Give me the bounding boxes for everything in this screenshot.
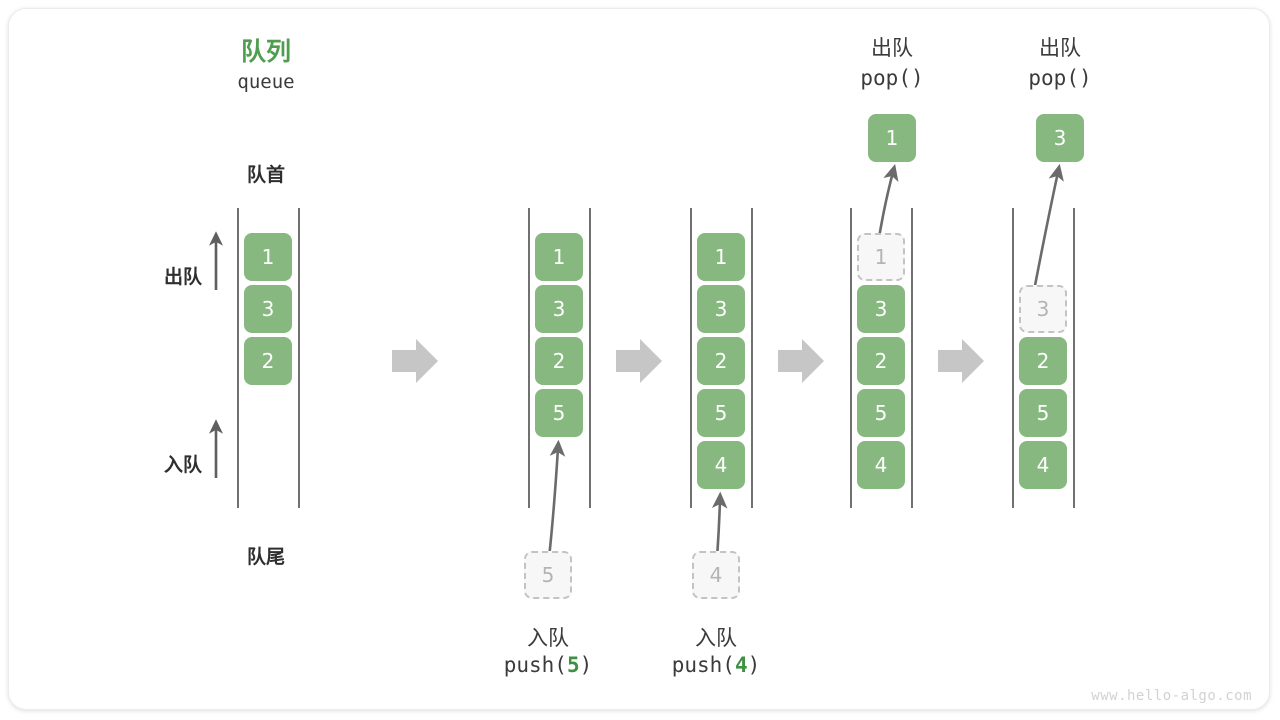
op-label-code: push(4)	[656, 653, 776, 677]
queue-cell: 1	[697, 233, 745, 281]
queue-cell: 2	[535, 337, 583, 385]
queue-tail-label: 队尾	[246, 546, 285, 568]
op-code-suffix: )	[747, 653, 761, 677]
queue-cell: 3	[697, 285, 745, 333]
op-label-cn: 出队	[871, 36, 913, 60]
op-code-prefix: push(	[503, 653, 567, 677]
queue-cell: 3	[244, 285, 292, 333]
op-code-suffix: )	[579, 653, 593, 677]
page-title-cn: 队列	[240, 37, 291, 66]
queue-cell: 2	[857, 337, 905, 385]
page-title-en: queue	[237, 71, 295, 93]
op-label-code: pop()	[860, 66, 924, 90]
incoming-value-box: 5	[524, 551, 572, 599]
queue-cell: 2	[1019, 337, 1067, 385]
popped-value-box: 1	[868, 114, 916, 162]
watermark: www.hello-algo.com	[1091, 688, 1252, 704]
queue-cell: 5	[697, 389, 745, 437]
diagram-frame	[8, 8, 1270, 710]
op-code-arg: 4	[734, 653, 748, 677]
queue-cell: 2	[697, 337, 745, 385]
queue-cell: 2	[244, 337, 292, 385]
op-code-prefix: push(	[671, 653, 735, 677]
incoming-value-box: 4	[692, 551, 740, 599]
queue-cell-new: 4	[697, 441, 745, 489]
queue-cell: 5	[857, 389, 905, 437]
enqueue-label: 入队	[163, 454, 202, 476]
op-label-cn: 入队	[695, 626, 737, 650]
popped-value-box: 3	[1036, 114, 1084, 162]
queue-cell: 3	[857, 285, 905, 333]
queue-cell: 1	[244, 233, 292, 281]
queue-cell-removed: 3	[1019, 285, 1067, 333]
op-label-code: pop()	[1028, 66, 1092, 90]
op-code-arg: 5	[566, 653, 580, 677]
op-label-cn: 入队	[527, 626, 569, 650]
queue-cell: 1	[535, 233, 583, 281]
op-label-cn: 出队	[1039, 36, 1081, 60]
queue-head-label: 队首	[246, 164, 285, 186]
queue-cell: 3	[535, 285, 583, 333]
queue-cell-new: 5	[535, 389, 583, 437]
queue-cell: 4	[1019, 441, 1067, 489]
dequeue-label: 出队	[163, 266, 202, 288]
op-label-code: push(5)	[488, 653, 608, 677]
queue-cell-removed: 1	[857, 233, 905, 281]
queue-cell: 5	[1019, 389, 1067, 437]
queue-cell: 4	[857, 441, 905, 489]
